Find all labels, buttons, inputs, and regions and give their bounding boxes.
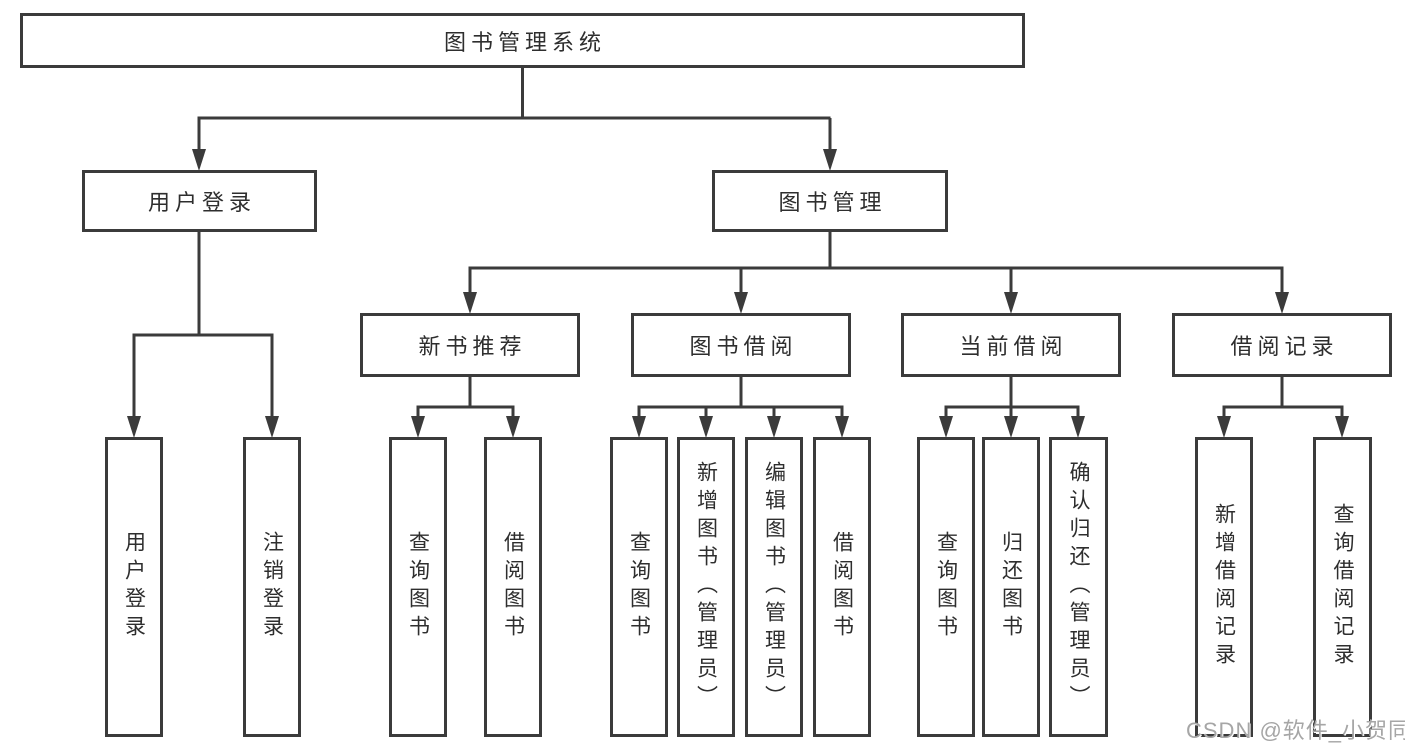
leaf-query-books-recommend: 查询图书 xyxy=(389,437,447,737)
leaf-return-book: 归还图书 xyxy=(982,437,1040,737)
leaf-edit-book-admin: 编辑图书（管理员） xyxy=(745,437,803,737)
node-book-borrow: 图书借阅 xyxy=(631,313,851,377)
leaf-logout: 注销登录 xyxy=(243,437,301,737)
csdn-watermark: CSDN @软件_小贺同学 xyxy=(1186,718,1405,743)
node-current-borrow: 当前借阅 xyxy=(901,313,1121,377)
leaf-add-book-admin: 新增图书（管理员） xyxy=(677,437,735,737)
arrowheads xyxy=(127,149,1349,438)
leaf-query-books-borrow: 查询图书 xyxy=(610,437,668,737)
leaf-user-login: 用户登录 xyxy=(105,437,163,737)
node-book-management: 图书管理 xyxy=(712,170,948,232)
leaf-query-borrow-record: 查询借阅记录 xyxy=(1313,437,1372,737)
node-user-login: 用户登录 xyxy=(82,170,317,232)
node-library-management-system: 图书管理系统 xyxy=(20,13,1025,68)
leaf-borrow-books: 借阅图书 xyxy=(813,437,871,737)
node-borrow-records: 借阅记录 xyxy=(1172,313,1392,377)
leaf-borrow-books-recommend: 借阅图书 xyxy=(484,437,542,737)
leaf-query-books-current: 查询图书 xyxy=(917,437,975,737)
leaf-confirm-return-admin: 确认归还（管理员） xyxy=(1049,437,1108,737)
leaf-add-borrow-record: 新增借阅记录 xyxy=(1195,437,1253,737)
node-new-book-recommend: 新书推荐 xyxy=(360,313,580,377)
